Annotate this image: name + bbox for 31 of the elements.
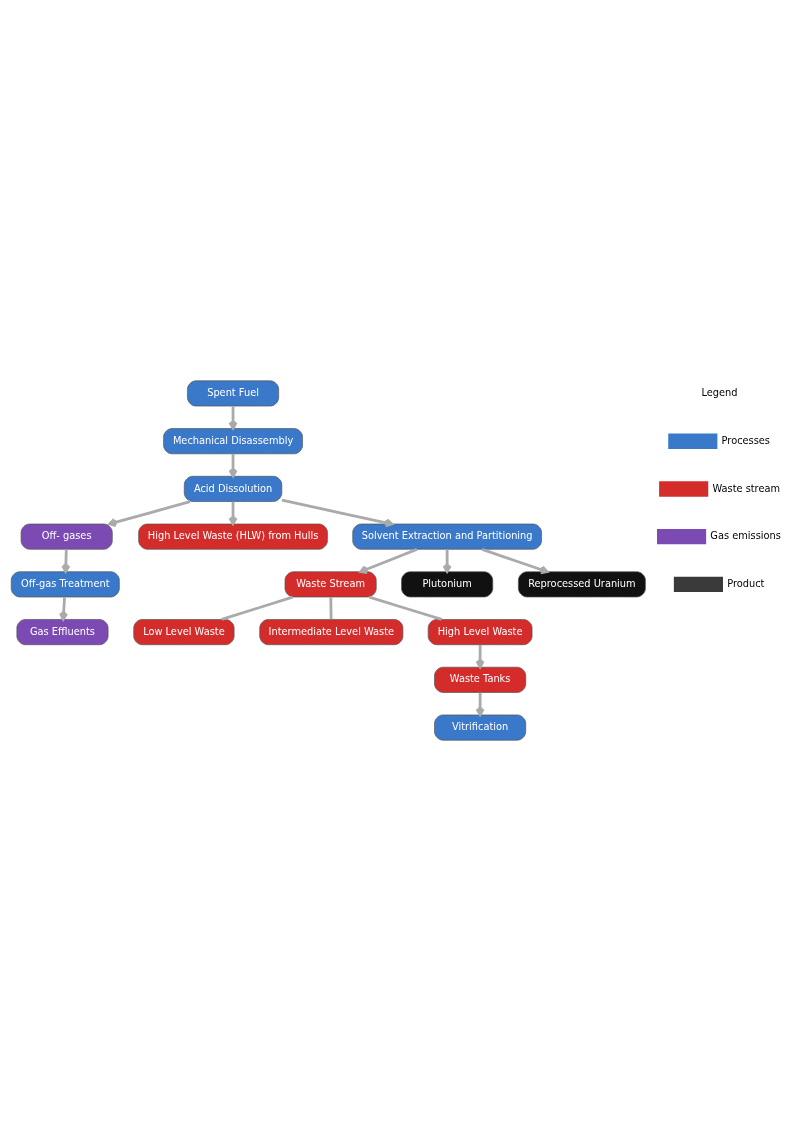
node-box: Waste Tanks — [434, 666, 527, 693]
node-box: Spent Fuel — [187, 380, 280, 407]
legend-label: Processes — [721, 434, 770, 446]
node-box: High Level Waste — [427, 619, 533, 646]
connector — [368, 595, 442, 621]
node-box: Solvent Extraction and Partitioning — [352, 523, 542, 550]
arrow — [281, 498, 394, 528]
node-box: Reprocessed Uranium — [518, 571, 646, 598]
node-box: Off-gas Treatment — [10, 571, 120, 598]
legend-label: Product — [727, 577, 765, 589]
node-box: Gas Effluents — [16, 619, 109, 646]
node-box: Plutonium — [401, 571, 494, 598]
node-box: Waste Stream — [284, 571, 377, 598]
node-box: Intermediate Level Waste — [259, 619, 404, 646]
node-box: Acid Dissolution — [183, 475, 283, 502]
legend-label: Waste stream — [712, 482, 781, 494]
node-box: Vitrification — [434, 714, 527, 741]
arrow — [108, 500, 191, 527]
node-box: Mechanical Disassembly — [163, 428, 303, 455]
legend-label: Gas emissions — [710, 530, 781, 542]
connector — [221, 595, 294, 621]
arrow — [481, 548, 549, 575]
connector — [329, 597, 333, 620]
arrow — [442, 549, 452, 573]
node-box: Low Level Waste — [133, 619, 235, 646]
node-box: High Level Waste (HLW) from Hulls — [138, 523, 328, 550]
arrow — [475, 644, 485, 669]
label: Legend — [701, 387, 738, 399]
arrow — [359, 548, 418, 574]
node-box: Off- gases — [20, 523, 113, 550]
arrow — [59, 597, 69, 621]
